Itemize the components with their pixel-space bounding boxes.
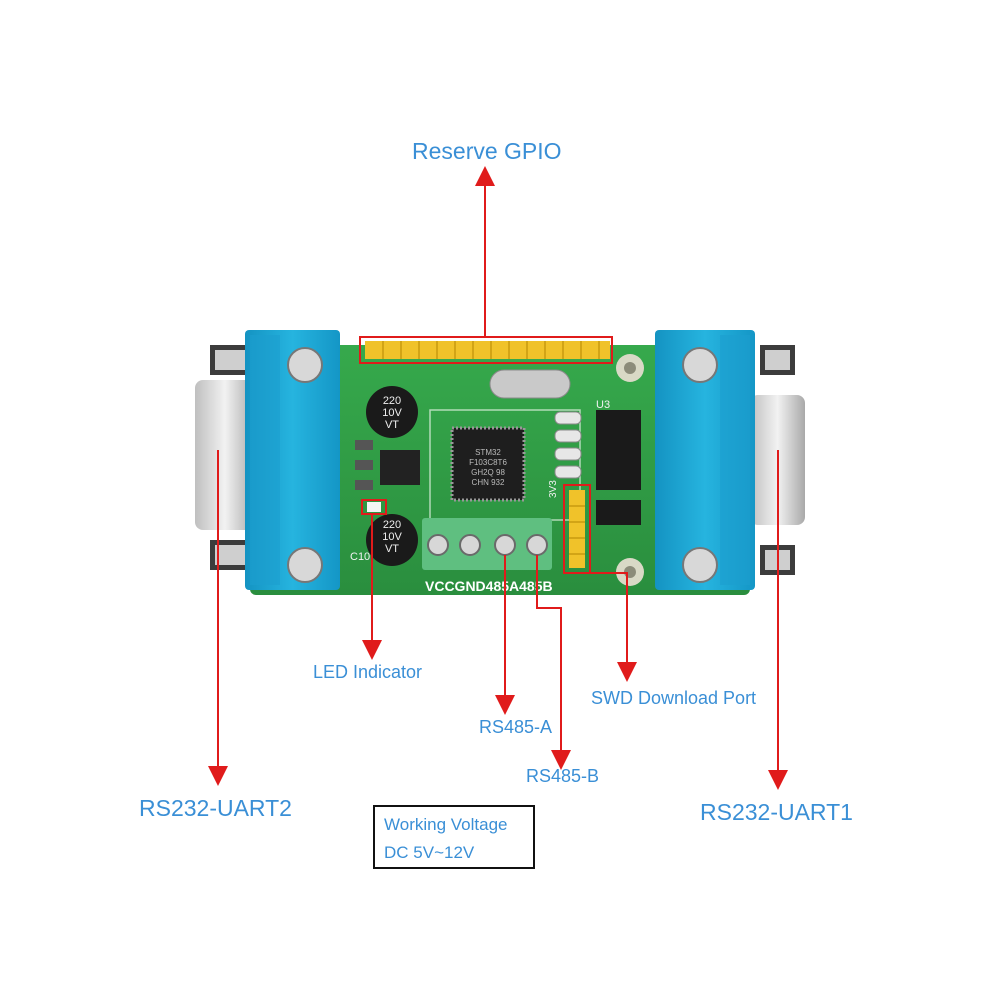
- cap1-text-2: 10V: [382, 407, 402, 419]
- chip-text-4: CHN 932: [472, 478, 505, 487]
- silk-c10: C10: [350, 551, 370, 563]
- led-indicator: [361, 499, 387, 515]
- terminal-block: VCCGND485A485B: [422, 518, 553, 594]
- voltage-line2: DC 5V~12V: [384, 843, 475, 862]
- db9-connector-uart1: [655, 330, 805, 590]
- cap2-text-1: 220: [383, 519, 401, 531]
- chip-text-2: F103C8T6: [469, 458, 507, 467]
- cap2-text-2: 10V: [382, 531, 402, 543]
- swd-header: [563, 484, 591, 574]
- voltage-line1: Working Voltage: [384, 815, 508, 834]
- rs232-uart1-label: RS232-UART1: [700, 799, 853, 825]
- capacitor-2: 220 10V VT: [366, 514, 418, 566]
- chip-text-3: GH2Q 98: [471, 468, 505, 477]
- reserve-gpio-label: Reserve GPIO: [412, 138, 562, 164]
- stm32-mcu-chip: STM32 F103C8T6 GH2Q 98 CHN 932: [450, 426, 526, 502]
- rs485-b-label: RS485-B: [526, 766, 600, 786]
- arrow-swd-port: [577, 572, 637, 682]
- crystal-oscillator: [489, 369, 571, 399]
- terminal-silk-text: VCCGND485A485B: [425, 578, 553, 594]
- arrow-rs485-b: [536, 555, 571, 770]
- db9-connector-uart2: [195, 330, 340, 590]
- swd-port-label: SWD Download Port: [591, 688, 757, 708]
- capacitor-1: 220 10V VT: [366, 386, 418, 438]
- rs485-driver-chip: [596, 500, 641, 525]
- rs232-driver-chip: [596, 410, 641, 490]
- voltage-regulator: [380, 450, 420, 485]
- chip-text-1: STM32: [475, 448, 501, 457]
- rs232-uart2-label: RS232-UART2: [139, 795, 292, 821]
- silk-3v3: 3V3: [548, 480, 559, 498]
- cap1-text-1: 220: [383, 395, 401, 407]
- led-indicator-label: LED Indicator: [313, 662, 423, 682]
- working-voltage-box: Working Voltage DC 5V~12V: [373, 805, 535, 869]
- rs485-a-label: RS485-A: [479, 717, 553, 737]
- cap1-text-3: VT: [385, 419, 399, 431]
- silk-u3: U3: [596, 399, 610, 411]
- cap2-text-3: VT: [385, 543, 399, 555]
